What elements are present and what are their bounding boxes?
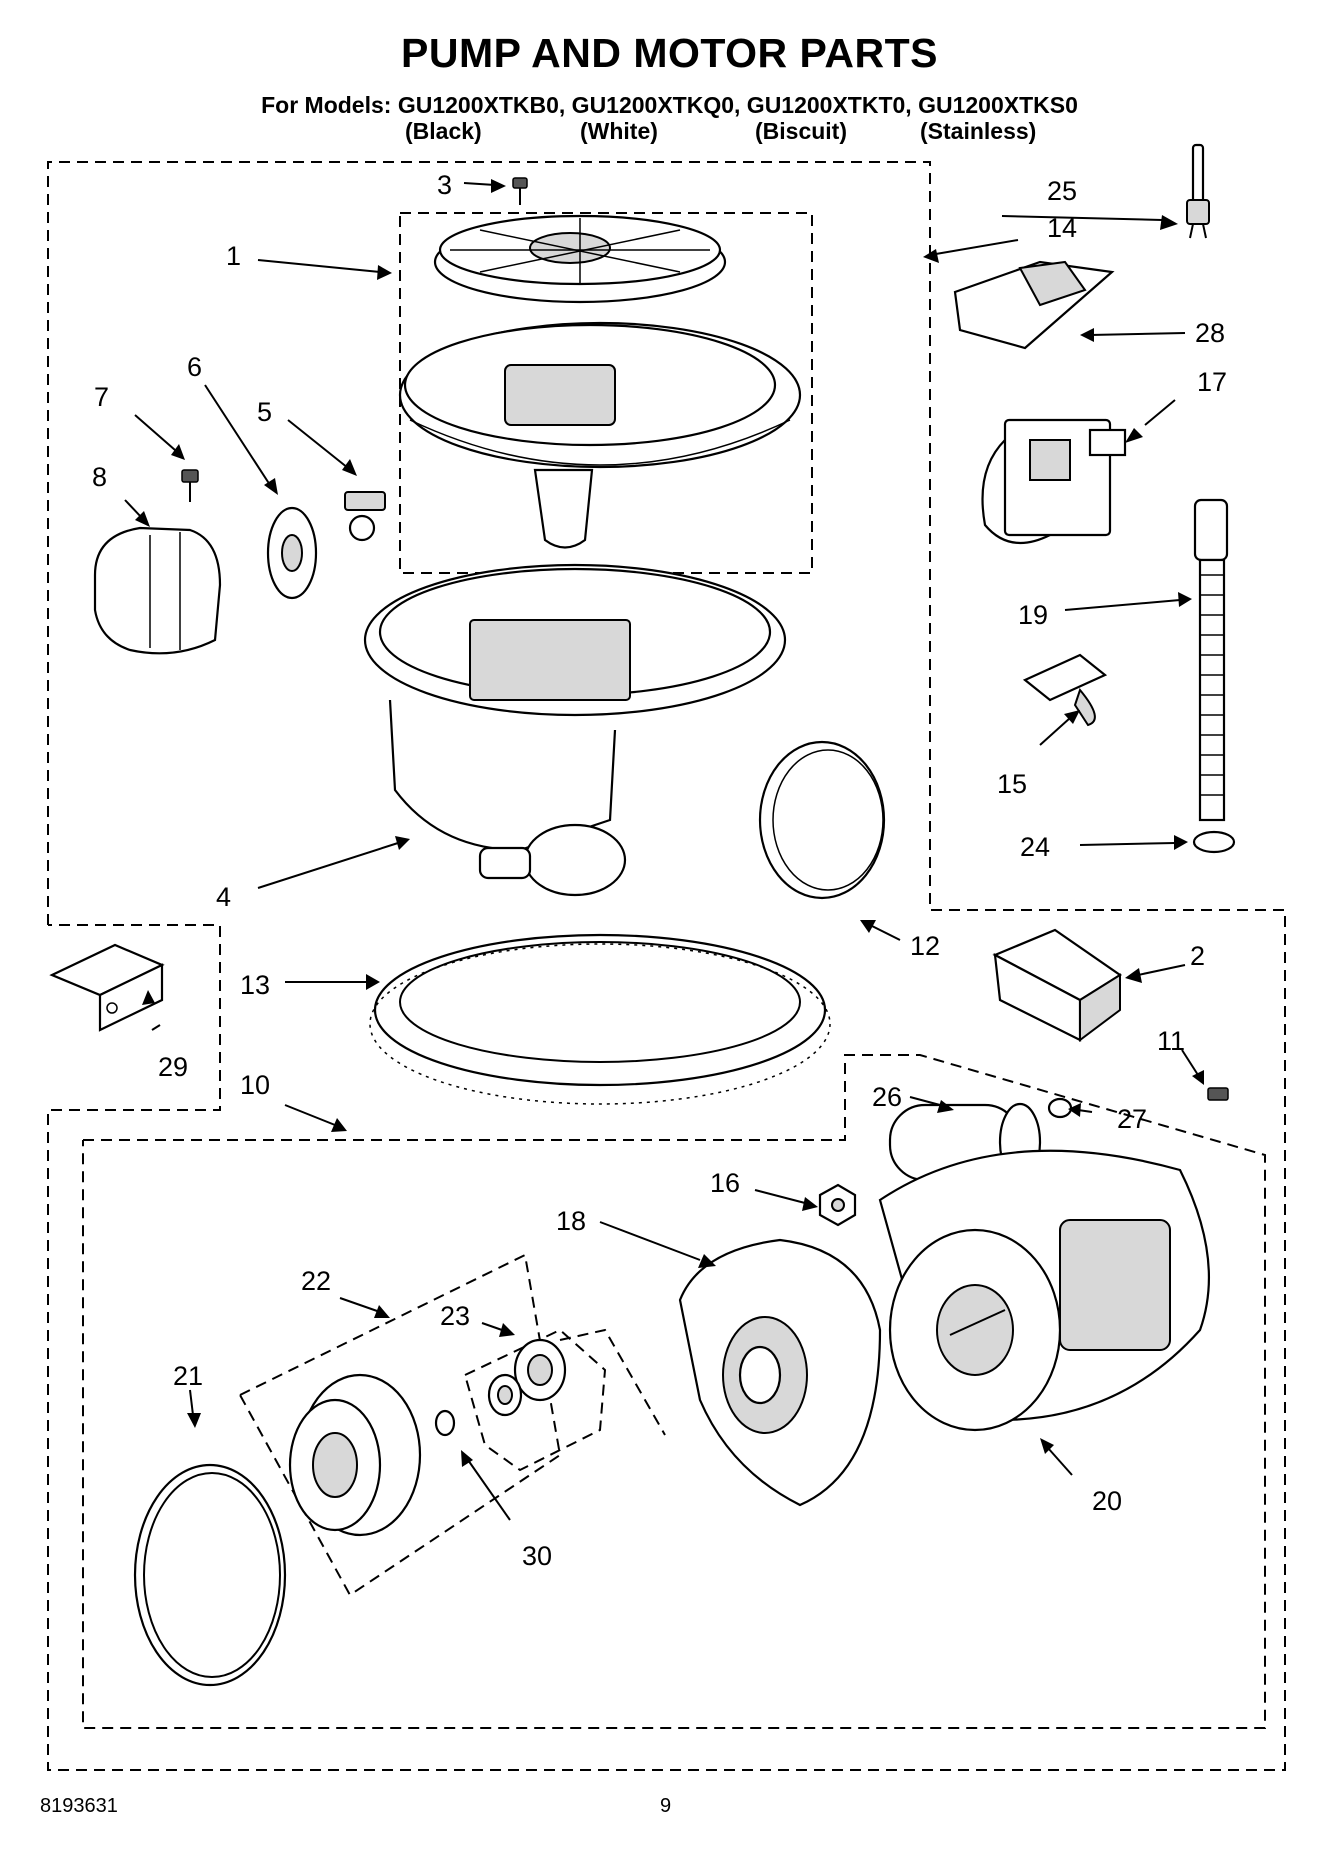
part-18-pump-housing — [678, 1238, 882, 1507]
part-5-clip — [344, 491, 386, 542]
seal-group-outline-22 — [238, 1253, 562, 1597]
part-filter-base — [398, 321, 802, 549]
callout-28: 28 — [1195, 318, 1225, 348]
callout-8: 8 — [92, 462, 107, 492]
callout-29: 29 — [158, 1052, 188, 1082]
part-20-motor — [878, 1149, 1211, 1432]
callout-13: 13 — [240, 970, 270, 1000]
color-label-biscuit: (Biscuit) — [755, 118, 847, 144]
callout-15: 15 — [997, 769, 1027, 799]
callout-30: 30 — [522, 1541, 552, 1571]
upper-group-outline — [47, 161, 1286, 1771]
color-label-white: (White) — [580, 118, 658, 144]
callout-6: 6 — [187, 352, 202, 382]
part-27-washer — [1047, 1097, 1073, 1119]
callout-21: 21 — [173, 1361, 203, 1391]
callout-10: 10 — [240, 1070, 270, 1100]
page-title: PUMP AND MOTOR PARTS — [401, 30, 938, 76]
callout-2: 2 — [1190, 941, 1205, 971]
leader-lines — [124, 179, 1204, 1521]
part-3-screw — [512, 177, 528, 205]
callout-5: 5 — [257, 397, 272, 427]
callout-3: 3 — [437, 170, 452, 200]
part-11-screw — [1207, 1087, 1229, 1101]
part-15-latch — [1022, 653, 1108, 727]
callout-26: 26 — [872, 1082, 902, 1112]
callout-16: 16 — [710, 1168, 740, 1198]
callout-numbers: 3 1 25 14 28 17 6 7 5 8 19 15 24 4 12 2 … — [92, 170, 1227, 1571]
color-label-black: (Black) — [405, 118, 482, 144]
callout-20: 20 — [1092, 1486, 1122, 1516]
part-13-gasket — [369, 933, 831, 1105]
part-16-nut — [818, 1183, 857, 1227]
part-8-motor-housing — [93, 526, 222, 655]
pump-group-outline — [82, 1054, 1266, 1729]
part-25-sensor — [1186, 143, 1210, 239]
callout-12: 12 — [910, 931, 940, 961]
page-number: 9 — [660, 1795, 672, 1817]
callout-4: 4 — [216, 882, 231, 912]
callout-1: 1 — [226, 241, 241, 271]
part-6-impeller — [266, 506, 318, 600]
callout-18: 18 — [556, 1206, 586, 1236]
callout-24: 24 — [1020, 832, 1050, 862]
part-1-filter-cover — [433, 214, 727, 304]
callout-17: 17 — [1197, 367, 1227, 397]
part-21-o-ring — [133, 1463, 287, 1687]
part-28-shield — [953, 260, 1115, 350]
part-23-seal — [487, 1338, 567, 1417]
callout-22: 22 — [301, 1266, 331, 1296]
callout-19: 19 — [1018, 600, 1048, 630]
part-4-sump — [363, 563, 787, 897]
callout-23: 23 — [440, 1301, 470, 1331]
part-17-bracket — [981, 418, 1127, 545]
callout-7: 7 — [94, 382, 109, 412]
part-22-pump-seal — [288, 1373, 422, 1537]
seal-group-outline-23 — [463, 1328, 607, 1472]
part-30-washer — [434, 1409, 456, 1437]
part-24-clamp — [1192, 830, 1236, 854]
doc-number: 8193631 — [40, 1795, 118, 1817]
part-2-cover — [992, 928, 1123, 1042]
models-line: For Models: GU1200XTKB0, GU1200XTKQ0, GU… — [261, 92, 1078, 118]
part-19-hose — [1193, 498, 1229, 822]
callout-11: 11 — [1157, 1026, 1185, 1056]
callout-14: 14 — [1047, 213, 1077, 243]
callout-25: 25 — [1047, 176, 1077, 206]
color-label-stainless: (Stainless) — [920, 118, 1037, 144]
seal-group-connector — [559, 1328, 666, 1436]
part-7-screw — [181, 469, 199, 502]
part-29-bracket — [49, 943, 165, 1032]
part-12-ring — [758, 740, 886, 900]
callout-27: 27 — [1117, 1104, 1147, 1134]
